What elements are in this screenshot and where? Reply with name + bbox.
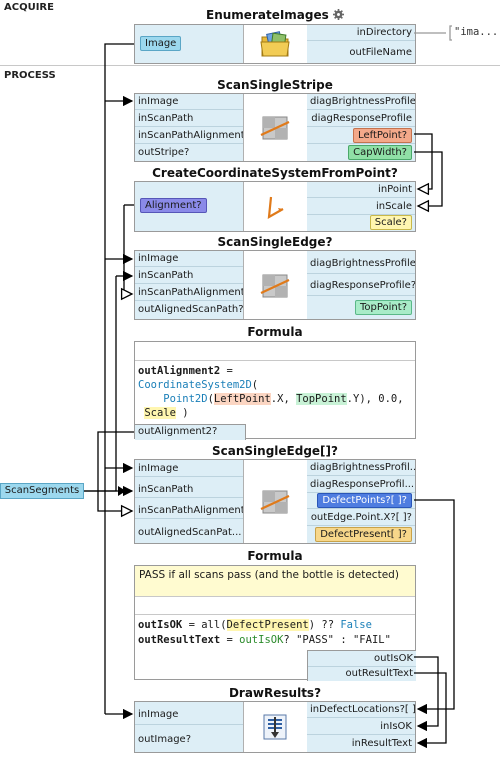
section-acquire: ACQUIRE xyxy=(4,2,54,13)
port-diag-response-profile[interactable]: diagResponseProfil... xyxy=(307,477,415,493)
gear-icon[interactable] xyxy=(332,9,344,20)
port-out-stripe[interactable]: outStripe? xyxy=(138,147,190,158)
port-in-image[interactable]: inImage xyxy=(135,94,243,110)
node-title-formula-2[interactable]: Formula xyxy=(247,549,303,563)
port-out-edge-point-x[interactable]: outEdge.Point.X?[ ]? xyxy=(307,510,415,526)
port-diag-response-profile[interactable]: diagResponseProfile xyxy=(307,111,415,127)
port-top-point[interactable]: TopPoint? xyxy=(307,300,415,316)
formula-2-code-line-1[interactable]: outIsOK = all(DefectPresent) ?? False xyxy=(138,619,372,631)
port-alignment[interactable]: Alignment? xyxy=(137,198,210,214)
node-title-formula-1[interactable]: Formula xyxy=(247,325,303,339)
port-in-is-ok[interactable]: inIsOK xyxy=(307,719,415,735)
port-scale[interactable]: Scale? xyxy=(307,215,415,231)
node-enumerate-images[interactable]: Image inDirectory outFileName xyxy=(134,24,416,64)
formula-1-code[interactable]: outAlignment2 = CoordinateSystem2D( Poin… xyxy=(138,365,404,419)
port-out-image[interactable]: outImage? xyxy=(138,734,192,745)
node-title-scan-single-edge[interactable]: ScanSingleEdge? xyxy=(217,235,333,249)
port-in-scan-path-alignment[interactable]: inScanPathAlignment* xyxy=(135,285,243,301)
port-diag-brightness-profile[interactable]: diagBrightnessProfile xyxy=(307,94,415,110)
port-defect-points[interactable]: DefectPoints?[ ]? xyxy=(307,493,415,509)
node-create-coordinate-system[interactable]: Alignment? inPoint inScale Scale? xyxy=(134,181,416,232)
node-scan-single-edge-array[interactable]: inImage inScanPath inScanPathAlignment* … xyxy=(134,459,416,544)
port-in-image[interactable]: inImage xyxy=(135,705,243,725)
port-in-defect-locations[interactable]: inDefectLocations?[ ] xyxy=(307,702,415,718)
port-in-scan-path-alignment[interactable]: inScanPathAlignment* xyxy=(135,503,243,519)
port-out-aligned-scan-path[interactable]: outAlignedScanPath? xyxy=(138,304,243,315)
port-out-file-name[interactable]: outFileName xyxy=(349,47,412,58)
port-in-scale[interactable]: inScale xyxy=(307,199,415,215)
formula-2-description: PASS if all scans pass (and the bottle i… xyxy=(135,566,415,597)
node-formula-1[interactable]: outAlignment2 = CoordinateSystem2D( Poin… xyxy=(134,341,416,440)
port-left-point[interactable]: LeftPoint? xyxy=(307,128,415,144)
node-draw-results[interactable]: inImage outImage? inDefectLocations?[ ] … xyxy=(134,701,416,753)
formula-1-output-cell: outAlignment2? xyxy=(135,424,246,440)
port-in-result-text[interactable]: inResultText xyxy=(351,738,412,749)
node-formula-2[interactable]: PASS if all scans pass (and the bottle i… xyxy=(134,565,416,681)
node-title-enumerate-images[interactable]: EnumerateImages xyxy=(134,8,416,22)
port-in-scan-path[interactable]: inScanPath xyxy=(135,111,243,127)
port-diag-brightness-profile[interactable]: diagBrightnessProfil... xyxy=(307,460,415,476)
port-in-directory[interactable]: inDirectory xyxy=(307,25,415,41)
port-in-scan-path[interactable]: inScanPath xyxy=(135,268,243,284)
node-scan-single-stripe[interactable]: inImage inScanPath inScanPathAlignment* … xyxy=(134,93,416,162)
port-in-image[interactable]: inImage xyxy=(135,251,243,267)
port-image[interactable]: Image xyxy=(137,36,184,52)
port-in-point[interactable]: inPoint xyxy=(307,182,415,198)
section-divider xyxy=(0,65,500,66)
node-scan-single-edge[interactable]: inImage inScanPath inScanPathAlignment* … xyxy=(134,250,416,320)
formula-description-empty xyxy=(135,342,415,361)
port-defect-present[interactable]: DefectPresent[ ]? xyxy=(307,527,415,543)
scan-stripe-icon xyxy=(260,274,290,298)
scan-stripe-icon xyxy=(260,490,290,514)
port-in-image[interactable]: inImage xyxy=(135,461,243,477)
port-out-is-ok[interactable]: outIsOK xyxy=(308,651,416,667)
folder-images-icon xyxy=(260,31,290,57)
directory-value[interactable]: "ima... xyxy=(454,26,499,38)
node-title-draw-results[interactable]: DrawResults? xyxy=(228,686,322,700)
node-title-scan-single-edge-array[interactable]: ScanSingleEdge[]? xyxy=(212,444,338,458)
formula-2-output-cell: outIsOK outResultText xyxy=(307,650,416,681)
draw-results-icon xyxy=(263,714,287,740)
node-title-create-coordinate-system[interactable]: CreateCoordinateSystemFromPoint? xyxy=(152,166,398,180)
formula-2-code-line-2[interactable]: outResultText = outIsOK? "PASS" : "FAIL" xyxy=(138,634,391,646)
node-title-scan-single-stripe[interactable]: ScanSingleStripe xyxy=(217,78,333,92)
port-out-aligned-scan-path[interactable]: outAlignedScanPat... xyxy=(138,527,242,538)
port-cap-width[interactable]: CapWidth? xyxy=(307,145,415,161)
port-diag-brightness-profile[interactable]: diagBrightnessProfile? xyxy=(307,254,415,274)
scan-segments-input[interactable]: ScanSegments xyxy=(0,483,84,499)
port-out-result-text[interactable]: outResultText xyxy=(345,668,414,679)
port-in-scan-path[interactable]: inScanPath xyxy=(135,482,243,498)
port-out-alignment2[interactable]: outAlignment2? xyxy=(138,426,218,437)
scan-stripe-icon xyxy=(260,116,290,140)
port-in-scan-path-alignment[interactable]: inScanPathAlignment* xyxy=(135,128,243,144)
section-process: PROCESS xyxy=(4,70,56,81)
coordinate-axes-icon xyxy=(267,196,284,220)
port-diag-response-profile[interactable]: diagResponseProfile? xyxy=(307,276,415,296)
formula-2-spacer xyxy=(135,597,415,615)
